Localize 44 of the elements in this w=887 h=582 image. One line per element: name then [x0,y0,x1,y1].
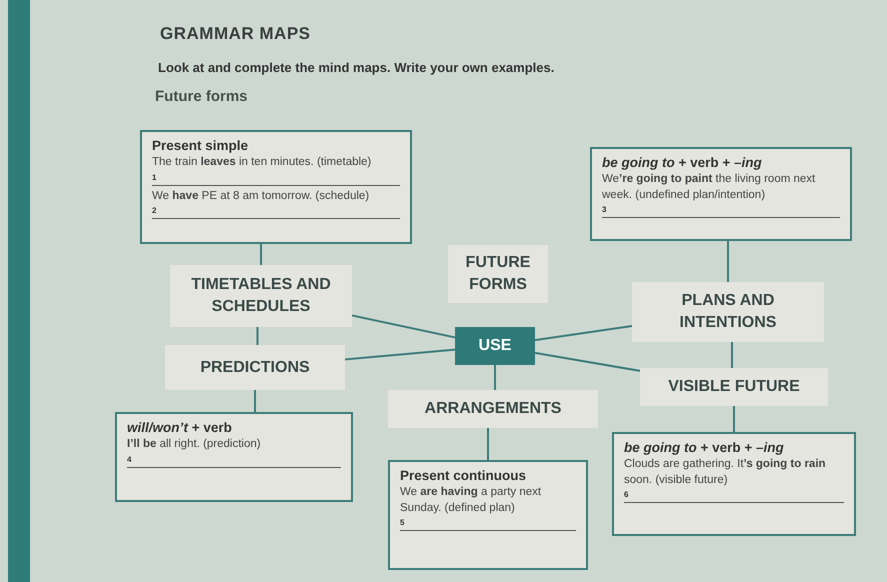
connector-line [733,406,735,432]
subheading: Future forms [155,88,248,105]
example-card [612,432,856,536]
example-sentence: Clouds are gathering. It’s going to rain soon. (visible future) [624,457,827,488]
card-heading: be going to + verb + –ing [602,155,762,170]
connector-line [534,325,632,342]
card-heading: Present simple [152,138,248,153]
connector-line [260,244,262,265]
category-box: PREDICTIONS [165,345,345,390]
example-sentence: The train leaves in ten minutes. (timetable) [152,155,372,170]
fill-in-line: 5 [400,519,576,532]
connector-line [731,342,733,368]
fill-in-line: 3 [602,206,840,218]
category-box: FUTURE FORMS [448,245,548,303]
topic-box: USE [455,327,535,365]
connector-line [256,327,258,345]
connector-line [534,352,640,372]
example-card [388,460,588,570]
connector-line [254,390,256,412]
category-box: TIMETABLES AND SCHEDULES [170,265,352,327]
category-box: ARRANGEMENTS [388,390,598,428]
connector-line [344,348,456,360]
category-box: PLANS AND INTENTIONS [632,282,824,342]
connector-line [727,241,729,282]
example-sentence: We are having a party next Sunday. (defined plan) [400,485,542,516]
example-sentence: We’re going to paint the living room next week. (undefined plan/intention) [602,172,816,203]
fill-in-line: 1 [152,174,400,186]
connector-line [487,428,489,460]
category-box: VISIBLE FUTURE [640,368,828,406]
example-card [140,130,412,244]
fill-in-line: 2 [152,207,400,220]
connector-line [352,314,456,338]
instruction: Look at and complete the mind maps. Write your own examples. [158,60,554,75]
example-card [590,147,852,241]
example-sentence: I’ll be all right. (prediction) [127,437,262,452]
card-heading: be going to + verb + –ing [624,440,784,455]
fill-in-line: 4 [127,456,341,468]
card-heading: will/won’t + verb [127,420,232,435]
card-heading: Present continuous [400,468,526,483]
connector-line [494,365,496,390]
fill-in-line: 6 [624,491,844,504]
example-sentence: We have PE at 8 am tomorrow. (schedule) [152,188,370,204]
example-card [115,412,353,502]
title: GRAMMAR MAPS [160,24,310,44]
